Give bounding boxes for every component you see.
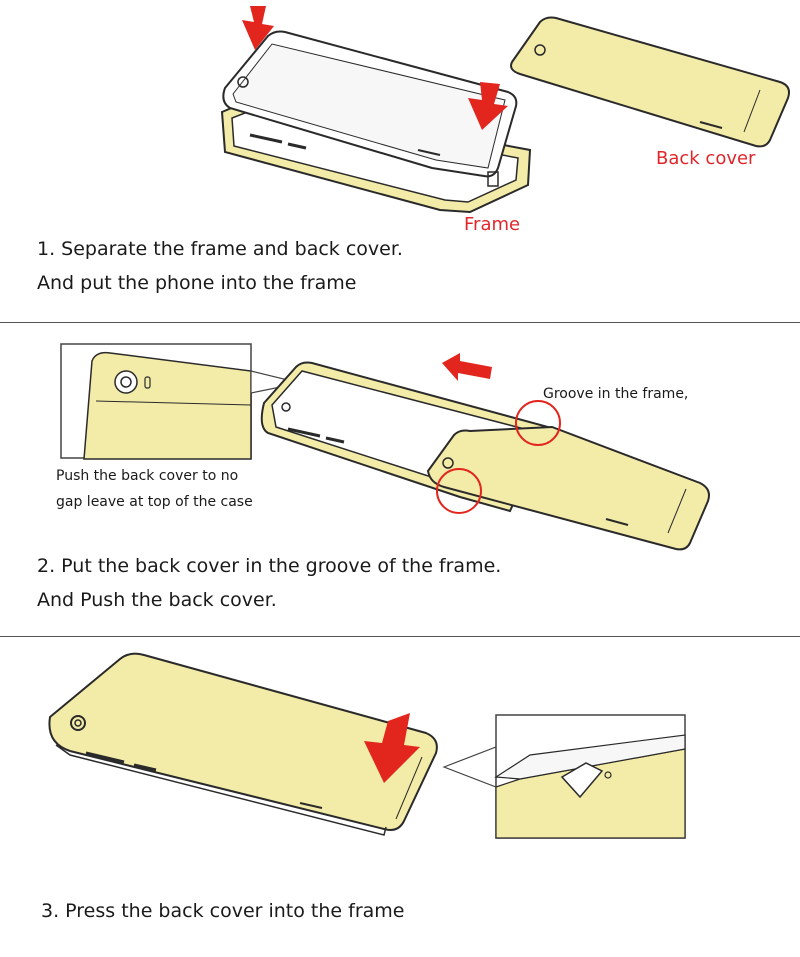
sliding-back-cover bbox=[428, 427, 709, 549]
step-1-caption-line-1: 1. Separate the frame and back cover. bbox=[37, 238, 403, 260]
step-3-caption: 3. Press the back cover into the frame bbox=[41, 900, 404, 922]
step-3-panel: 3. Press the back cover into the frame bbox=[0, 637, 800, 957]
step-2-caption-line-2: And Push the back cover. bbox=[37, 589, 277, 611]
step-2-caption-line-1: 2. Put the back cover in the groove of t… bbox=[37, 555, 501, 577]
push-label-line-2: gap leave at top of the case bbox=[56, 494, 253, 510]
step-1-caption-line-2: And put the phone into the frame bbox=[37, 272, 356, 294]
frame-label: Frame bbox=[464, 214, 520, 235]
back-cover-label: Back cover bbox=[656, 148, 755, 169]
zoom-callout-bottom bbox=[444, 715, 685, 838]
push-label-line-1: Push the back cover to no bbox=[56, 468, 238, 484]
step-2-panel: Groove in the frame, Push the back cover… bbox=[0, 323, 800, 636]
left-arrow-icon bbox=[442, 353, 492, 381]
step-1-panel: Frame Back cover 1. Separate the frame a… bbox=[0, 0, 800, 322]
groove-label: Groove in the frame, bbox=[543, 386, 688, 402]
